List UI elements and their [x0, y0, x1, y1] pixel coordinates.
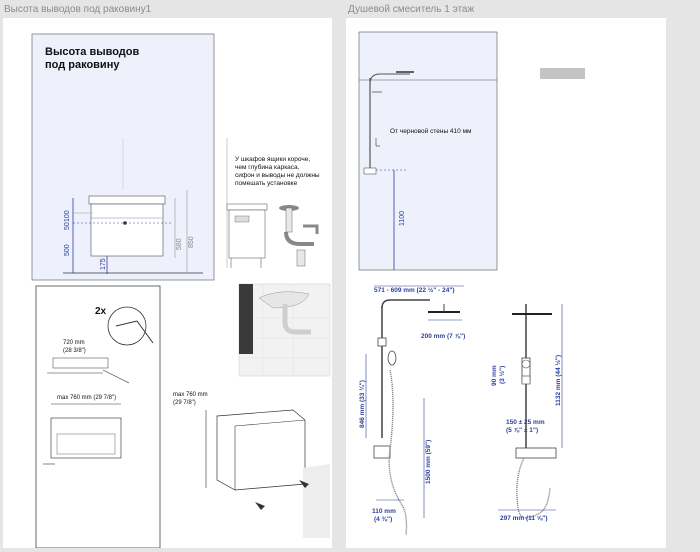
screw-magnifier — [107, 306, 147, 346]
sink-top — [88, 195, 166, 205]
dim-850: 850 — [188, 236, 195, 248]
gray-placeholder — [540, 68, 585, 79]
dim-top-width: 571 - 609 mm (22 ½" - 24") — [374, 286, 455, 294]
max-760-b-in: (29 7/8") — [173, 400, 196, 406]
dim-500: 500 — [64, 244, 71, 256]
cabinet-front — [90, 203, 164, 257]
dim-100: 100 — [64, 210, 71, 222]
dim-90-in: (3 ½") — [498, 366, 506, 384]
dim-150-in: (5 ⅞" ± 1") — [506, 427, 538, 434]
frame-sink-outlets[interactable]: Высота выводов под раковину 100 50 500 1… — [3, 18, 332, 549]
towel — [239, 284, 253, 354]
dim-90: 90 mm — [491, 365, 498, 386]
dim-175: 175 — [100, 258, 107, 270]
rail-bracket — [52, 357, 109, 369]
note-line-1: У шкафов ящики короче, — [235, 156, 310, 163]
dim-150: 150 ± 25 mm — [506, 419, 545, 426]
wall-elevation — [358, 31, 498, 271]
qty-2x: 2x — [95, 306, 107, 317]
frame-shower-mixer[interactable]: От черновой стены 410 мм 1100 571 - 609 … — [346, 18, 666, 548]
dim-head: 200 mm (7 ⅞") — [421, 333, 465, 340]
dim-297: 297 mm (11 ⅝") — [500, 515, 548, 522]
sink-outlets-artwork: Высота выводов под раковину 100 50 500 1… — [31, 33, 331, 549]
height-1100: 1100 — [399, 211, 406, 226]
dim-110-in: (4 ⅜") — [374, 516, 392, 523]
note-line-4: помешать установке — [235, 180, 298, 187]
width-720: 720 mm — [63, 340, 85, 346]
dim-110: 110 mm — [372, 508, 396, 515]
note-line-3: сифон и выводы не должны — [235, 172, 320, 179]
dim-1500: 1500 mm (59") — [425, 440, 432, 484]
max-760: max 760 mm (29 7/8") — [57, 395, 116, 401]
dim-846: 846 mm (33 ¼") — [358, 380, 366, 428]
shower-set-side-view — [512, 304, 557, 519]
dim-580: 580 — [176, 238, 183, 250]
shower-set-front-view — [373, 299, 460, 536]
frame-title-shower[interactable]: Душевой смеситель 1 этаж — [348, 4, 475, 15]
max-760-b: max 760 mm — [173, 392, 208, 398]
dim-1132: 1132 mm (44 ½") — [554, 355, 562, 406]
sink-heading-line2: под раковину — [45, 59, 120, 71]
wall-note: От черновой стены 410 мм — [390, 127, 472, 135]
width-720-in: (28 3/8") — [63, 348, 86, 354]
dim-50: 50 — [64, 222, 71, 230]
cabinet-frame-sketch — [216, 409, 306, 491]
frame-title-sink[interactable]: Высота выводов под раковину1 — [4, 4, 152, 15]
sink-heading-line1: Высота выводов — [45, 46, 140, 58]
siphon-illustration — [279, 205, 319, 267]
note-line-2: чем глубина каркаса, — [235, 163, 300, 171]
shower-mixer-artwork: От черновой стены 410 мм 1100 571 - 609 … — [358, 31, 585, 536]
